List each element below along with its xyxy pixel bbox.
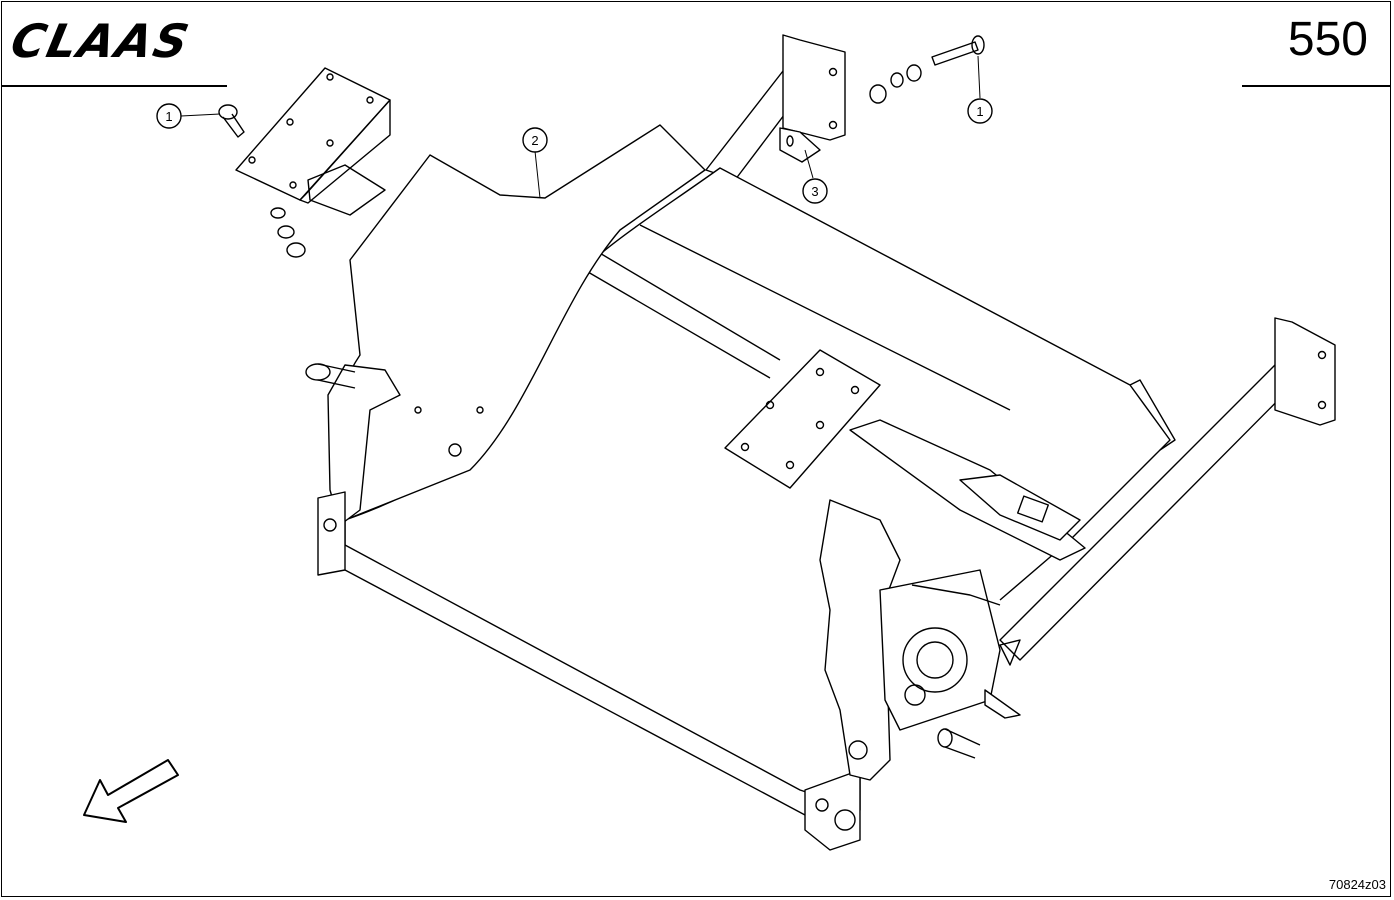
callout-circle-1-right <box>967 98 993 124</box>
callout-label-1-right: 1 <box>976 104 983 119</box>
center-cross-member <box>849 419 1086 561</box>
right-fastener-set <box>869 35 985 104</box>
drawing-code: 70824z03 <box>1328 877 1386 892</box>
callout-leaders <box>180 55 981 199</box>
callout-label-2: 2 <box>531 133 538 148</box>
page-number: 550 <box>1287 13 1368 66</box>
mounting-plate-front <box>724 349 881 489</box>
callout-circle-3 <box>802 178 828 204</box>
direction-arrow-icon <box>83 759 179 823</box>
callout-label-1-left: 1 <box>165 109 172 124</box>
right-side-bracket <box>819 499 1021 781</box>
brand-underline <box>2 85 227 87</box>
callout-label-3: 3 <box>811 184 818 199</box>
callout-circle-1-left <box>156 103 182 129</box>
left-end-block <box>317 491 346 576</box>
callout-circle-2 <box>522 127 548 153</box>
page-number-underline <box>1242 85 1390 87</box>
mounting-plate-rear <box>235 67 391 216</box>
left-fastener-set <box>218 104 306 258</box>
small-angle-bracket <box>779 127 821 163</box>
front-end-block <box>804 769 861 851</box>
rear-cross-beam <box>705 34 1336 661</box>
